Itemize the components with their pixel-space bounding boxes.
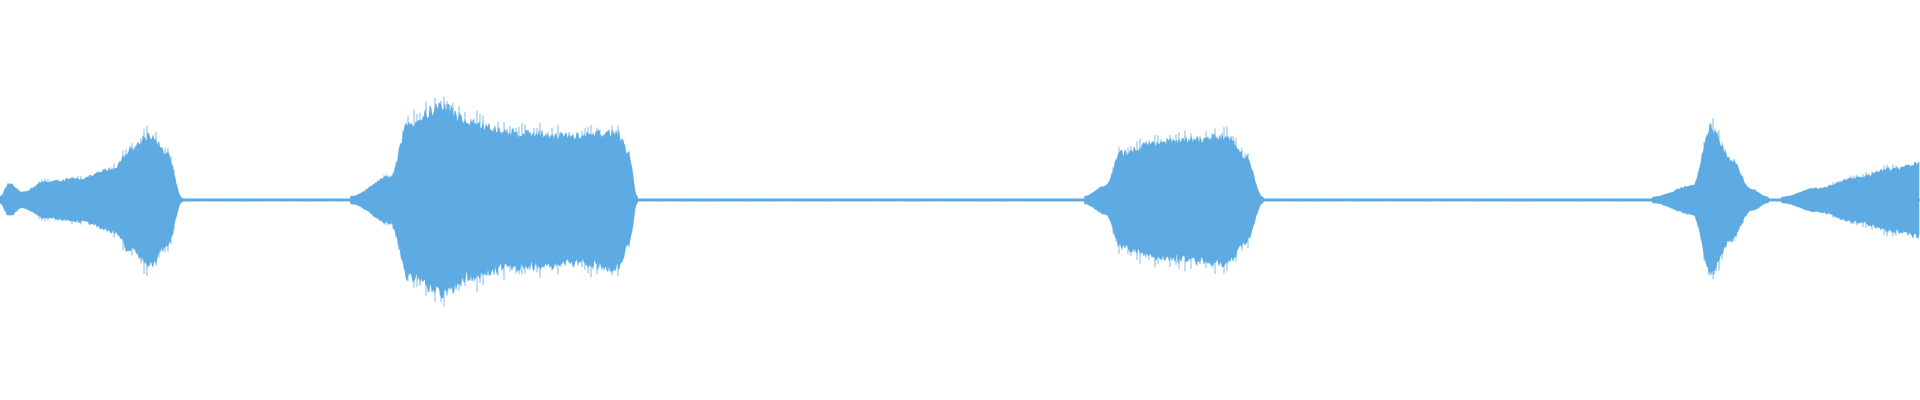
waveform-spikes xyxy=(38,96,1897,307)
waveform-envelope xyxy=(0,102,1920,299)
